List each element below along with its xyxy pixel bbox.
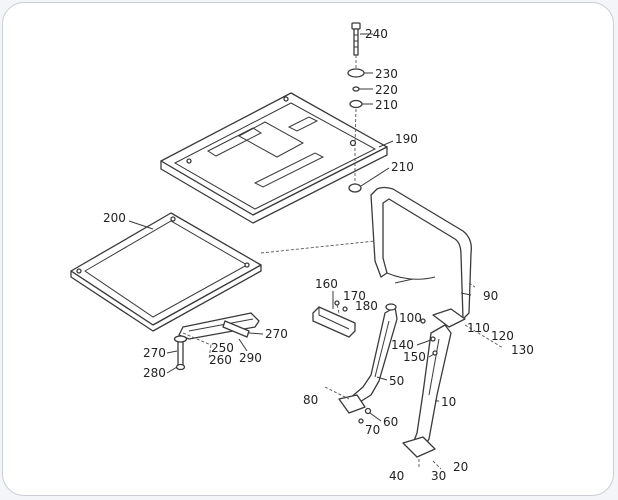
bolt-240 [351,22,361,56]
callout-190: 190 [395,132,418,146]
callout-210-top: 210 [375,98,398,112]
screw-170 [334,300,340,306]
bushing-210 [349,99,363,109]
exploded-parts-diagram: 240 230 220 210 190 210 200 90 160 170 1… [70,22,534,483]
lever-post-10 [402,308,466,458]
washer-230 [347,68,365,78]
callout-70: 70 [365,423,380,437]
callout-120: 120 [491,329,514,343]
callout-160: 160 [315,277,338,291]
callout-220: 220 [375,83,398,97]
callout-280: 280 [143,366,166,380]
callout-50: 50 [389,374,404,388]
bushing-210-lower [348,183,362,193]
callout-260: 260 [209,353,232,367]
callout-60: 60 [383,415,398,429]
bracket-160 [312,306,356,338]
callout-80: 80 [303,393,318,407]
callout-150: 150 [403,350,426,364]
callout-290: 290 [239,351,262,365]
callout-170: 170 [343,289,366,303]
seat-pan-190 [160,92,388,224]
lever-arm-270 [178,312,260,340]
callout-140: 140 [391,338,414,352]
nut-60 [364,407,372,415]
pin-70 [358,418,364,424]
callout-10: 10 [441,395,456,409]
callout-210-bottom: 210 [391,160,414,174]
callout-250: 250 [211,341,234,355]
callout-180: 180 [355,299,378,313]
callout-270-left: 270 [143,346,166,360]
lever-post-50 [338,303,398,414]
callout-30: 30 [431,469,446,483]
callout-200: 200 [103,211,126,225]
seat-frame-200 [70,212,262,332]
callout-270-right: 270 [265,327,288,341]
callout-130: 130 [511,343,534,357]
callout-100: 100 [399,311,422,325]
washer-220 [352,86,360,92]
callout-240: 240 [365,27,388,41]
pin-280 [173,335,188,371]
nut-180 [342,306,348,312]
guard-rail-90 [370,186,472,320]
bolt-100 [420,318,426,324]
callout-230: 230 [375,67,398,81]
callout-110: 110 [467,321,490,335]
diagram-frame: 240 230 220 210 190 210 200 90 160 170 1… [2,2,614,496]
bolt-140 [430,336,436,342]
callout-90: 90 [483,289,498,303]
callout-20: 20 [453,460,468,474]
callout-40: 40 [389,469,404,483]
